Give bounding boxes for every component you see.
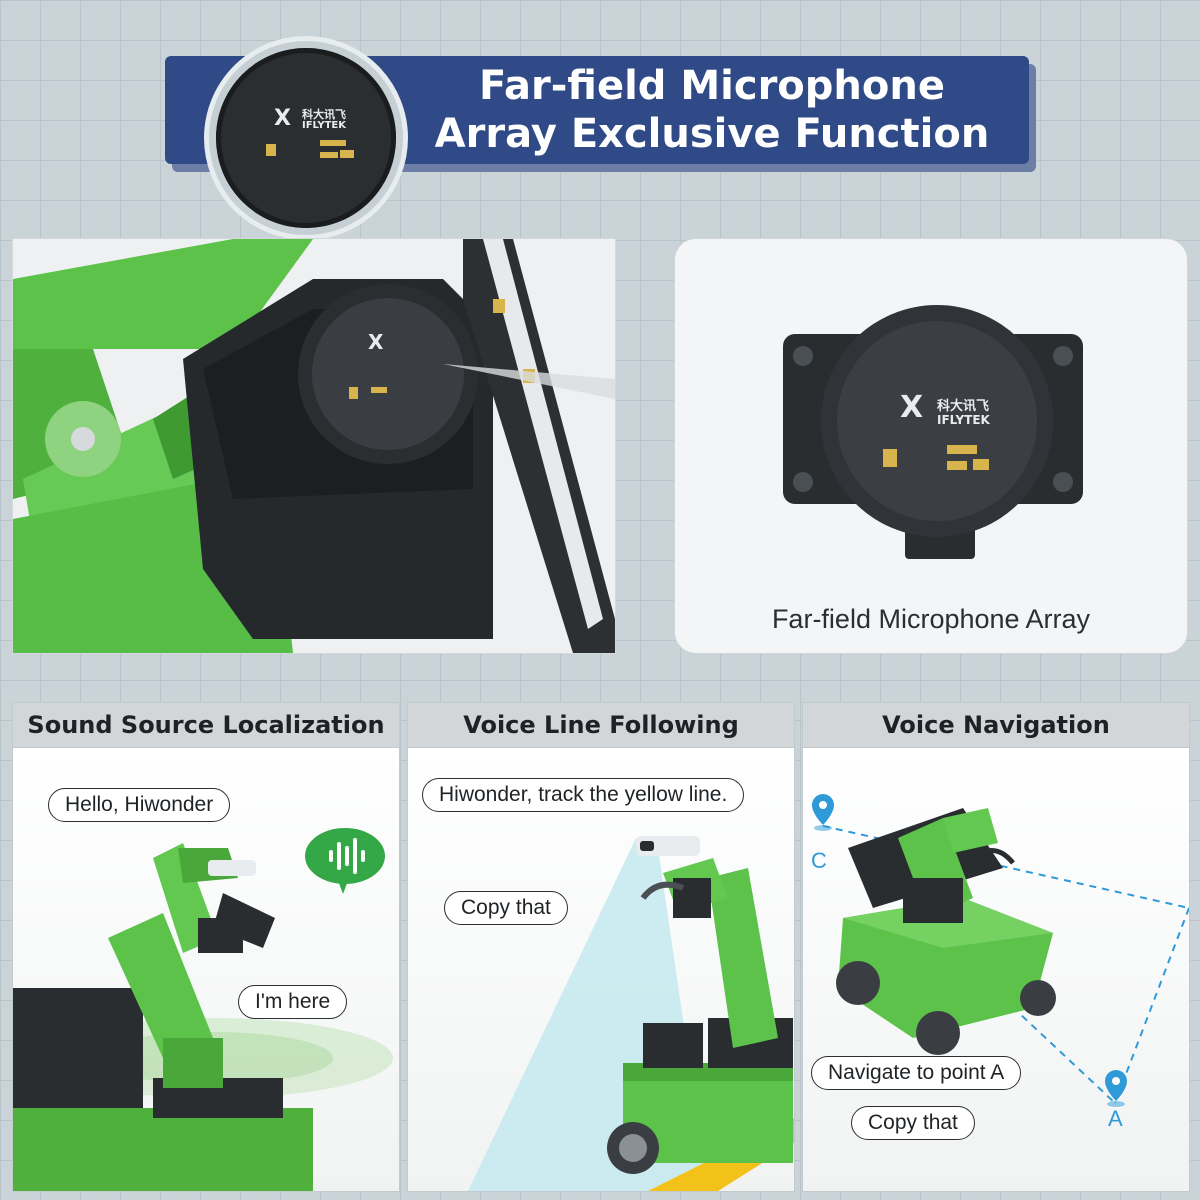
brand-en-text: IFLYTEK: [937, 413, 990, 427]
card-sound-source-localization: Sound Source Localization: [12, 702, 400, 1192]
point-label-c: C: [811, 848, 827, 873]
location-pin-icon: [1105, 1070, 1127, 1107]
location-pin-icon: [812, 794, 834, 831]
mic-pad: [340, 150, 354, 158]
brand-en-text: IFLYTEK: [302, 120, 347, 131]
mic-pad: [266, 144, 276, 156]
speech-bubble-robot: I'm here: [238, 985, 348, 1019]
microphone-array-icon: X 科大讯飞 IFLYTEK: [216, 48, 396, 228]
card-illustration: Hello, Hiwonder I'm here: [13, 748, 399, 1191]
card-title: Voice Line Following: [408, 703, 794, 748]
svg-text:X: X: [900, 390, 923, 425]
line-following-illustration: [468, 836, 794, 1191]
robot-closeup-illustration: X: [13, 239, 615, 653]
mic-pad: [320, 140, 346, 146]
card-voice-line-following: Voice Line Following Hiwonder, track the…: [407, 702, 795, 1192]
card-voice-navigation: Voice Navigation C: [802, 702, 1190, 1192]
speech-bubble-user: Hello, Hiwonder: [48, 788, 231, 822]
speech-bubble-robot: Copy that: [851, 1106, 975, 1140]
point-label-a: A: [1108, 1106, 1123, 1131]
card-title: Voice Navigation: [803, 703, 1189, 748]
page-title-line-1: Far-field Microphone: [479, 63, 945, 109]
product-panel: X 科大讯飞 IFLYTEK Far-field Microphone Arra…: [674, 238, 1188, 654]
mic-badge: X 科大讯飞 IFLYTEK: [204, 36, 408, 240]
mic-pad: [320, 152, 338, 158]
speech-bubble-robot: Copy that: [444, 891, 568, 925]
microphone-array-board-icon: X: [783, 305, 1083, 559]
page-title-line-2: Array Exclusive Function: [434, 111, 990, 157]
iflytek-logo-mark: X: [274, 106, 291, 131]
brand-cn-text: 科大讯飞: [937, 399, 990, 414]
voice-wave-icon: [305, 828, 385, 894]
robot-closeup-photo: X: [12, 238, 616, 654]
card-illustration: C A Navigate to point A Copy that: [803, 748, 1189, 1191]
brand-cn-text: 科大讯飞: [302, 108, 346, 121]
navigation-illustration: [822, 808, 1189, 1104]
card-title: Sound Source Localization: [13, 703, 399, 748]
card-illustration: Hiwonder, track the yellow line. Copy th…: [408, 748, 794, 1191]
svg-text:X: X: [368, 330, 384, 354]
speech-bubble-user: Navigate to point A: [811, 1056, 1022, 1090]
robot-arm-illustration: [13, 843, 393, 1191]
product-caption: Far-field Microphone Array: [771, 604, 1091, 634]
speech-bubble-user: Hiwonder, track the yellow line.: [422, 778, 745, 812]
